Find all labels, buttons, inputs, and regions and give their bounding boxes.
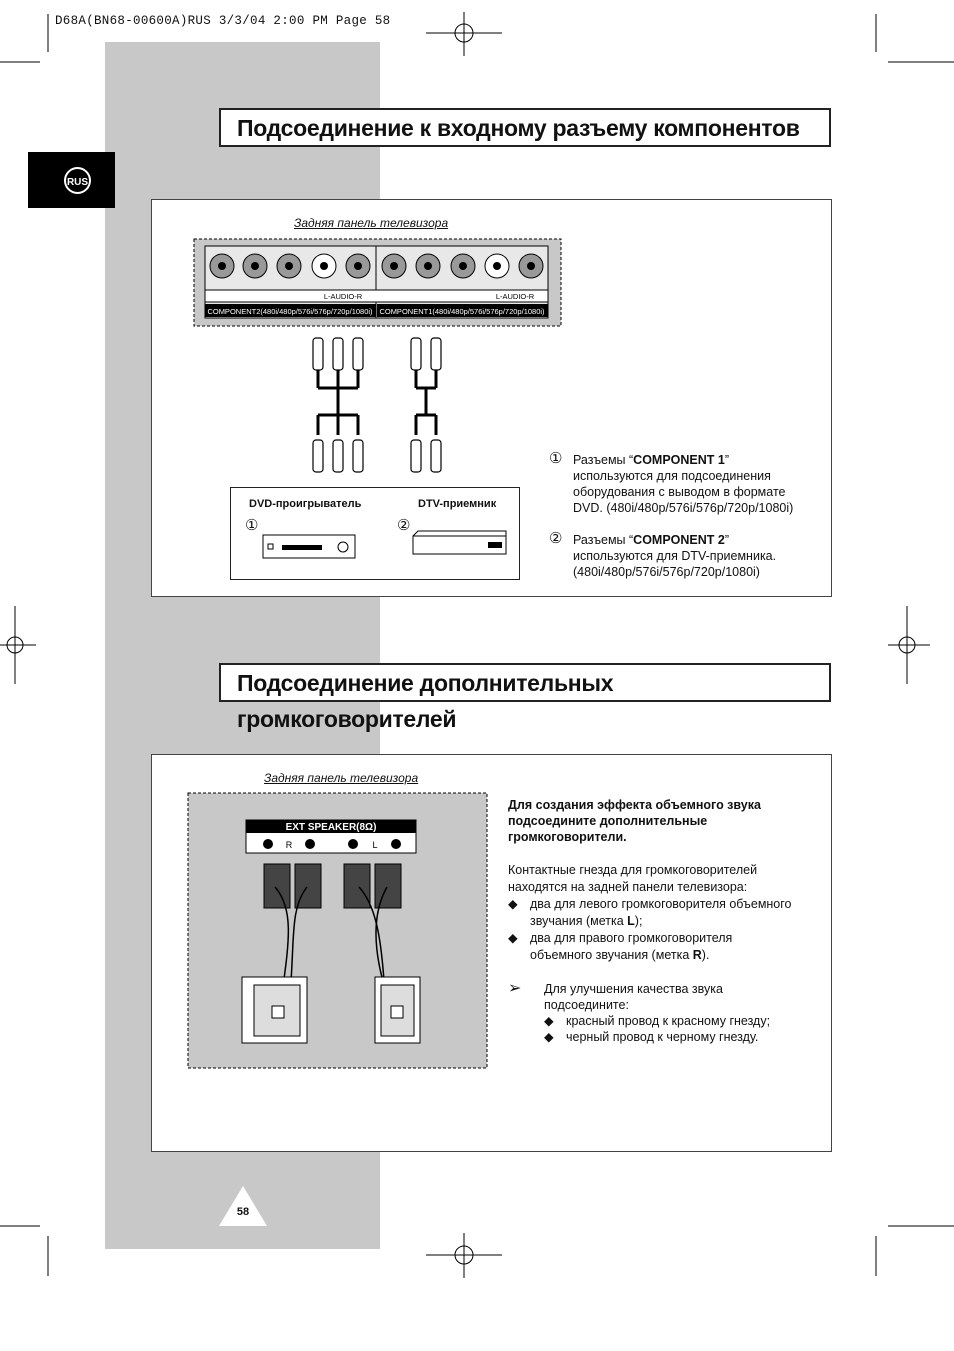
jack-center-icon xyxy=(459,262,467,270)
tip-arrow-icon: ➢ xyxy=(508,980,522,997)
section2-title: Подсоединение дополнительных громкоговор… xyxy=(219,663,831,732)
jack-center-icon xyxy=(218,262,226,270)
rca-plug-icon xyxy=(312,439,324,473)
l-label: L xyxy=(372,840,377,850)
jack-center-icon xyxy=(527,262,535,270)
component-cables-diagram xyxy=(312,337,442,473)
section1-title: Подсоединение к входному разъему компоне… xyxy=(219,108,831,147)
jack-center-icon xyxy=(251,262,259,270)
jack-center-icon xyxy=(354,262,362,270)
rca-plug-icon xyxy=(430,439,442,473)
jack-center-icon xyxy=(285,262,293,270)
jack-center-icon xyxy=(320,262,328,270)
note2-text: Разъемы “COMPONENT 2” используются для D… xyxy=(573,533,777,579)
bullet-icon: ◆ xyxy=(544,1014,554,1028)
section1-caption: Задняя панель телевизора xyxy=(294,216,449,230)
component1-label: COMPONENT1(480i/480p/576i/576p/720p/1080… xyxy=(379,307,545,316)
jacks-text: Контактные гнезда для громкоговорителей … xyxy=(508,863,792,962)
tip-text: Для улучшения качества звука подсоединит… xyxy=(544,982,771,1044)
rca-plug-icon xyxy=(352,337,364,371)
rca-plug-icon xyxy=(430,337,442,371)
rca-plug-icon xyxy=(410,337,422,371)
audio-label-1: L-AUDIO-R xyxy=(496,292,535,301)
jack-center-icon xyxy=(390,262,398,270)
audio-label-2: L-AUDIO-R xyxy=(324,292,363,301)
note1-text: Разъемы “COMPONENT 1” используются для п… xyxy=(573,453,794,515)
rca-plug-icon xyxy=(312,337,324,371)
dvd-player-label: DVD-проигрыватель xyxy=(249,498,362,510)
intro-text: Для создания эффекта объемного звука под… xyxy=(508,798,761,844)
r-label: R xyxy=(286,840,293,850)
component2-label: COMPONENT2(480i/480p/576i/576p/720p/1080… xyxy=(207,307,373,316)
page-number-triangle xyxy=(219,1186,267,1226)
note2-marker: ② xyxy=(549,530,563,547)
note1-marker: ① xyxy=(549,450,563,467)
ext-speaker-diagram: EXT SPEAKER(8Ω) R L xyxy=(187,792,488,1069)
page-number: 58 xyxy=(236,1206,250,1218)
bullet-icon: ◆ xyxy=(544,1030,554,1044)
jack-center-icon xyxy=(424,262,432,270)
rca-plug-icon xyxy=(410,439,422,473)
dtv-marker: ② xyxy=(397,517,411,534)
dvd-player-icon xyxy=(262,534,356,559)
jack-center-icon xyxy=(493,262,501,270)
bullet-icon: ◆ xyxy=(508,897,518,911)
bullet-icon: ◆ xyxy=(508,931,518,945)
rca-plug-icon xyxy=(332,439,344,473)
print-header: D68A(BN68-00600A)RUS 3/3/04 2:00 PM Page… xyxy=(55,14,391,28)
rca-plug-icon xyxy=(352,439,364,473)
rca-plug-icon xyxy=(332,337,344,371)
dvd-marker: ① xyxy=(245,517,259,534)
ext-speaker-label: EXT SPEAKER(8Ω) xyxy=(286,822,377,833)
dtv-receiver-icon xyxy=(412,530,507,555)
dtv-receiver-label: DTV-приемник xyxy=(418,498,497,510)
language-tab-label: RUS xyxy=(64,167,91,194)
tv-component-panel-diagram: COMPONENT2(480i/480p/576i/576p/720p/1080… xyxy=(193,238,562,327)
section2-caption: Задняя панель телевизора xyxy=(264,771,419,785)
devices-box xyxy=(230,487,520,580)
